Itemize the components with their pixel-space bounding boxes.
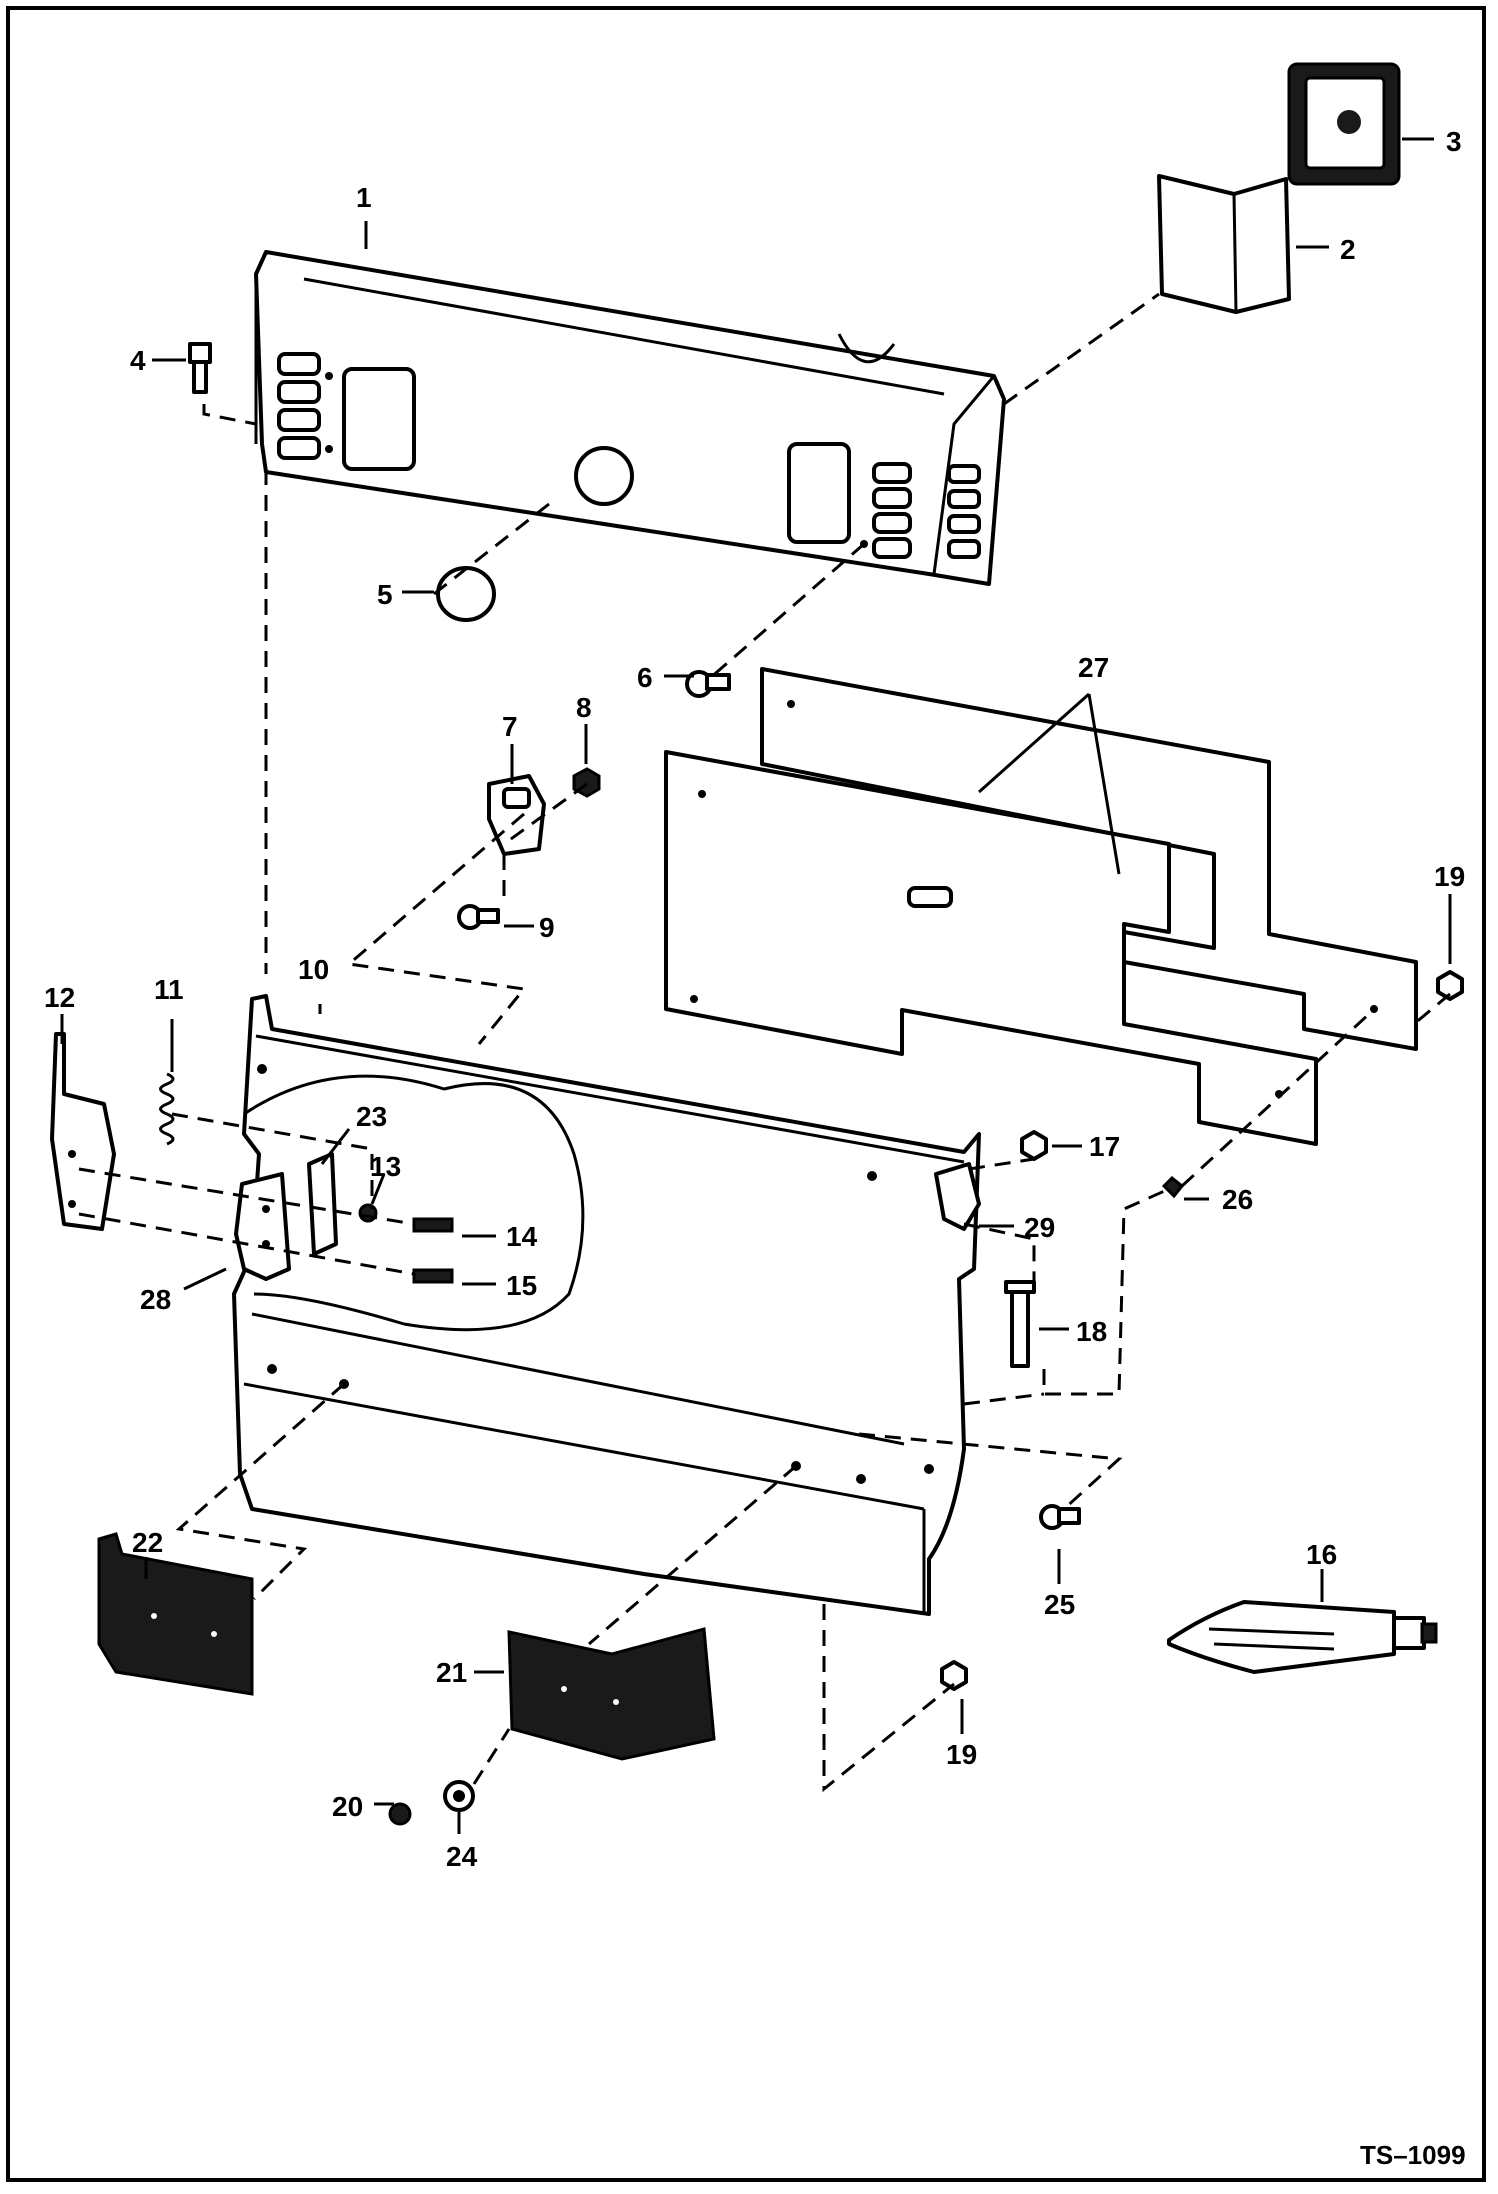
callout-3: 3 <box>1446 126 1462 157</box>
alignment-lines <box>78 292 1451 1793</box>
callout-8: 8 <box>576 692 592 723</box>
callout-4: 4 <box>130 345 146 376</box>
callout-labels: 1 2 3 4 5 6 7 8 9 10 11 12 13 14 15 16 1… <box>44 126 1466 2170</box>
callout-18: 18 <box>1076 1316 1107 1347</box>
callout-27: 27 <box>1078 652 1109 683</box>
sealant-tube-16 <box>1167 1600 1438 1674</box>
bolt-6 <box>685 670 731 698</box>
spring-11 <box>159 1072 175 1146</box>
screw-15 <box>412 1268 454 1284</box>
insulation-pads <box>664 667 1418 1146</box>
bolt-25 <box>1039 1504 1081 1530</box>
exploded-parts-diagram: 1 2 3 4 5 6 7 8 9 10 11 12 13 14 15 16 1… <box>44 62 1466 2170</box>
upper-rear-panel <box>254 250 1006 586</box>
screw-9 <box>457 904 500 930</box>
callout-6: 6 <box>637 662 653 693</box>
latch-bracket-28 <box>234 1172 291 1281</box>
callout-21: 21 <box>436 1657 467 1688</box>
hinge-12 <box>50 1032 116 1231</box>
callout-5: 5 <box>377 579 393 610</box>
latch-7 <box>487 774 546 856</box>
callout-10: 10 <box>298 954 329 985</box>
callout-24: 24 <box>446 1841 478 1872</box>
callout-14: 14 <box>506 1221 538 1252</box>
figure-reference: TS–1099 <box>1360 2140 1466 2170</box>
leader-lines <box>60 137 1452 1834</box>
pin-18 <box>1004 1280 1036 1368</box>
callout-19-lower: 19 <box>946 1739 977 1770</box>
guard-22 <box>97 1532 254 1696</box>
panel-right-vents <box>872 462 981 559</box>
callout-20: 20 <box>332 1791 363 1822</box>
callout-23: 23 <box>356 1101 387 1132</box>
callout-13: 13 <box>370 1151 401 1182</box>
callout-22: 22 <box>132 1527 163 1558</box>
callout-28: 28 <box>140 1284 171 1315</box>
diagram-frame: 1 2 3 4 5 6 7 8 9 10 11 12 13 14 15 16 1… <box>6 6 1486 2182</box>
side-plate <box>1157 174 1291 314</box>
callout-12: 12 <box>44 982 75 1013</box>
nut-17 <box>1020 1130 1048 1161</box>
callout-9: 9 <box>539 912 555 943</box>
nut-26 <box>1161 1175 1185 1199</box>
screw-14 <box>412 1217 454 1233</box>
callout-29: 29 <box>1024 1212 1055 1243</box>
striker-plate-23 <box>307 1152 338 1256</box>
callout-7: 7 <box>502 711 518 742</box>
nut-19-upper <box>1436 970 1464 1001</box>
callout-2: 2 <box>1340 234 1356 265</box>
callout-1: 1 <box>356 182 372 213</box>
callout-19-upper: 19 <box>1434 861 1465 892</box>
callout-11: 11 <box>154 974 184 1005</box>
callout-16: 16 <box>1306 1539 1337 1570</box>
callout-15: 15 <box>506 1270 537 1301</box>
guard-21 <box>507 1627 716 1761</box>
nut-19-lower <box>940 1660 968 1691</box>
hinge-bracket-29 <box>934 1162 981 1231</box>
bolt-20 <box>388 1802 412 1826</box>
plug-5 <box>436 566 496 622</box>
lamp-housing <box>1287 62 1401 186</box>
callout-25: 25 <box>1044 1589 1075 1620</box>
panel-left-vents <box>277 352 321 460</box>
bolt-4 <box>188 342 212 394</box>
callout-17: 17 <box>1089 1131 1120 1162</box>
rear-door-10 <box>232 994 981 1616</box>
callout-26: 26 <box>1222 1184 1253 1215</box>
